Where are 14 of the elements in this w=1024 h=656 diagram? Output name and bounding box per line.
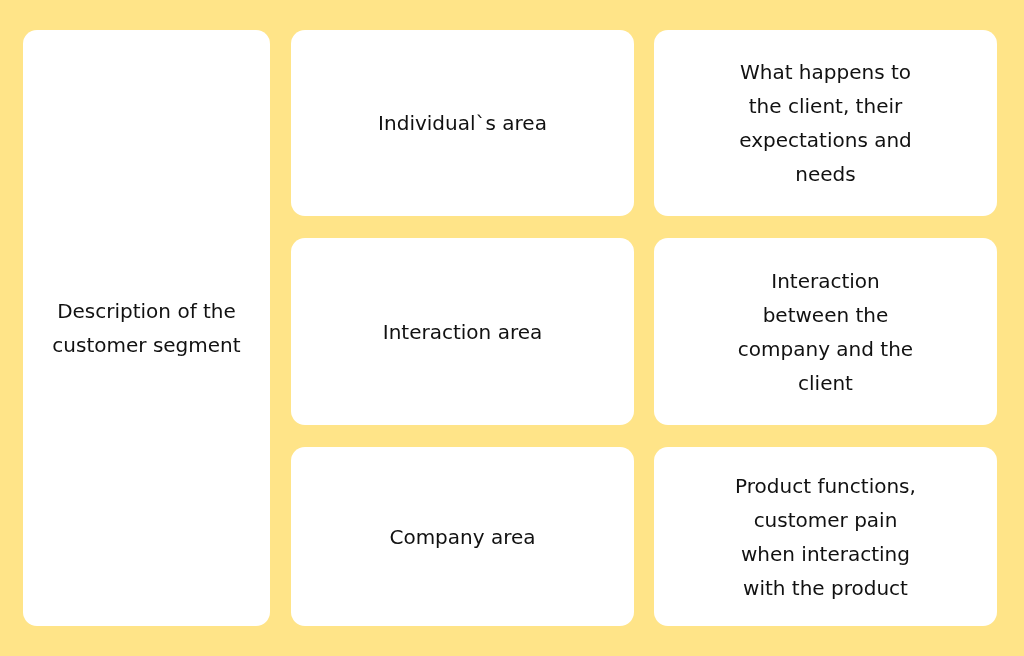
card-text: Interaction between the company and the client	[736, 267, 915, 397]
card-text: Description of the customer segment	[51, 298, 242, 359]
text-card	[654, 30, 997, 216]
card-text: Product functions, customer pain when interacting with the product	[734, 472, 917, 602]
text-card	[654, 447, 997, 626]
text-card	[291, 447, 634, 626]
text-card	[654, 238, 997, 425]
card-text: Company area	[389, 523, 536, 551]
text-card	[291, 30, 634, 216]
card-text: Individual`s area	[378, 110, 547, 137]
card-text: Interaction area	[382, 318, 543, 346]
text-card	[23, 30, 270, 626]
card-text: What happens to the client, their expectations and needs	[738, 59, 913, 188]
text-card	[291, 238, 634, 425]
